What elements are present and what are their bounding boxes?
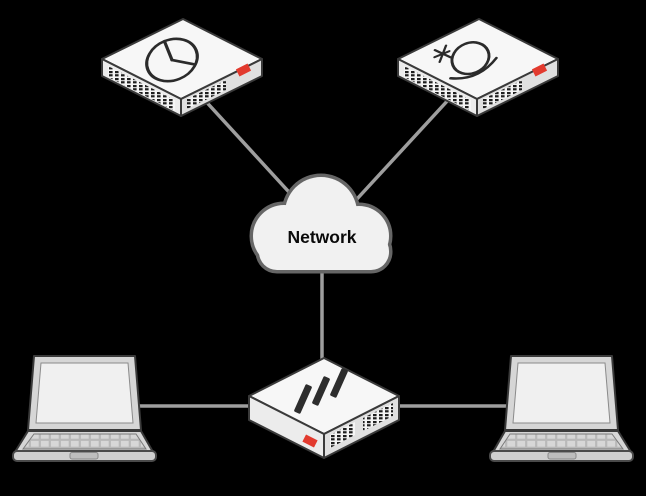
node-laptop-right	[489, 355, 634, 462]
brand-badge	[302, 434, 318, 448]
edge-appliance-right-to-cloud	[343, 96, 452, 214]
node-appliance-top-right	[397, 18, 559, 117]
cloud-label: Network	[287, 227, 356, 247]
node-laptop-left	[12, 355, 157, 462]
slash-vents-icon	[294, 368, 348, 414]
node-firewall	[248, 357, 400, 459]
pie-chart-icon	[145, 37, 199, 83]
spark-lines	[433, 44, 453, 63]
firewall-vent-grid	[363, 403, 393, 431]
threat-bomb-icon	[433, 41, 498, 80]
node-appliance-top-left	[101, 18, 263, 117]
firewall-vent-grid	[330, 422, 355, 448]
cloud-body	[253, 177, 389, 270]
network-cloud-node: Network	[249, 173, 393, 274]
